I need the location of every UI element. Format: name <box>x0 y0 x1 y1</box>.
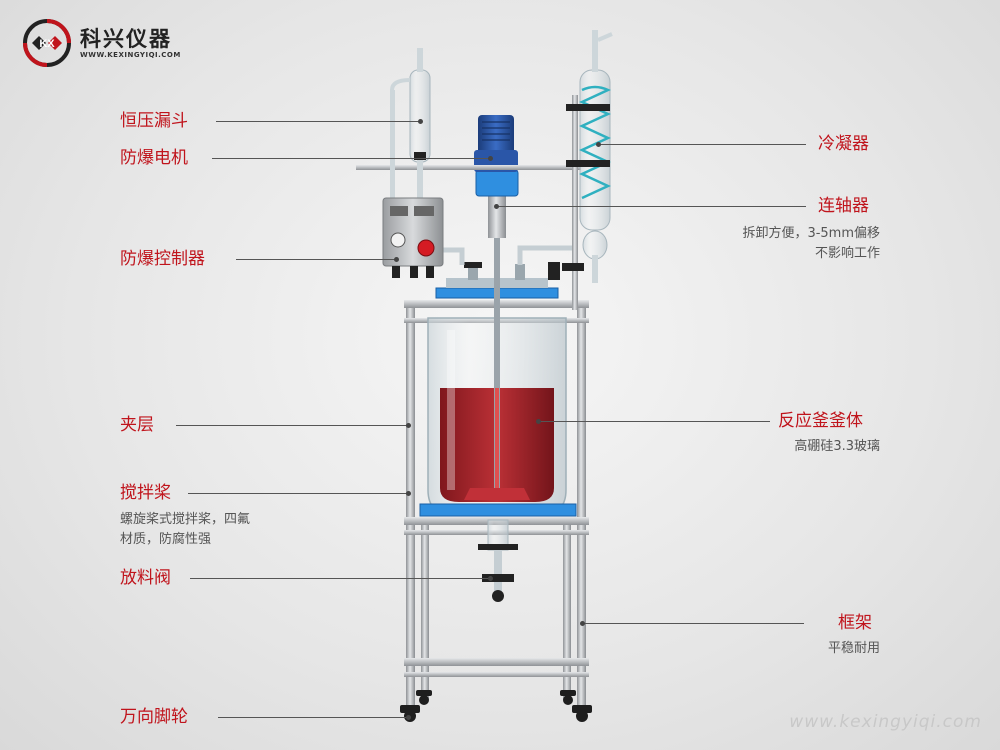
brand-url: WWW.KEXINGYIQI.COM <box>80 51 181 59</box>
leader-line-frame <box>582 623 804 624</box>
leader-dot-controller <box>394 257 399 262</box>
leader-dot-stirrer <box>406 491 411 496</box>
label-condenser: 冷凝器 <box>818 134 869 154</box>
label-valve: 放料阀 <box>120 568 171 588</box>
leader-line-controller <box>236 259 396 260</box>
leader-dot-frame <box>580 621 585 626</box>
label-vessel: 反应釜釜体 <box>778 411 863 431</box>
leader-line-vessel <box>538 421 770 422</box>
label-motor: 防爆电机 <box>120 148 188 168</box>
label-wheels: 万向脚轮 <box>120 707 188 727</box>
leader-dot-motor <box>488 156 493 161</box>
brand-logo: KX 科兴仪器 WWW.KEXINGYIQI.COM <box>22 18 181 68</box>
leader-dot-wheels <box>406 715 411 720</box>
leader-dot-condenser <box>596 142 601 147</box>
leader-line-valve <box>190 578 490 579</box>
leader-dot-valve <box>488 576 493 581</box>
label-stirrer: 搅拌桨 <box>120 483 171 503</box>
logo-icon: KX <box>23 19 71 67</box>
label-frame: 框架 <box>838 613 872 633</box>
leader-line-coupling <box>496 206 806 207</box>
desc-frame: 平稳耐用 <box>827 641 880 656</box>
brand-name: 科兴仪器 <box>80 27 172 51</box>
leader-line-funnel <box>216 121 420 122</box>
desc-stirrer-line1: 螺旋桨式搅拌桨，四氟 <box>120 512 251 527</box>
leader-dot-vessel <box>536 419 541 424</box>
leader-dot-coupling <box>494 204 499 209</box>
leader-line-jacket <box>176 425 408 426</box>
watermark: www.kexingyiqi.com <box>789 712 982 732</box>
label-coupling: 连轴器 <box>818 196 869 216</box>
desc-coupling-line1: 拆卸方便，3-5mm偏移 <box>742 226 880 241</box>
desc-coupling-line2: 不影响工作 <box>814 246 880 261</box>
label-funnel: 恒压漏斗 <box>120 111 188 131</box>
label-controller: 防爆控制器 <box>120 249 205 269</box>
leader-line-stirrer <box>188 493 408 494</box>
leader-line-motor <box>212 158 490 159</box>
leader-line-wheels <box>218 717 408 718</box>
leader-dot-funnel <box>418 119 423 124</box>
label-jacket: 夹层 <box>120 415 154 435</box>
desc-stirrer-line2: 材质，防腐性强 <box>120 532 212 547</box>
leader-dot-jacket <box>406 423 411 428</box>
svg-text:KX: KX <box>39 38 55 50</box>
leader-line-condenser <box>598 144 806 145</box>
desc-vessel: 高硼硅3.3玻璃 <box>794 439 880 454</box>
